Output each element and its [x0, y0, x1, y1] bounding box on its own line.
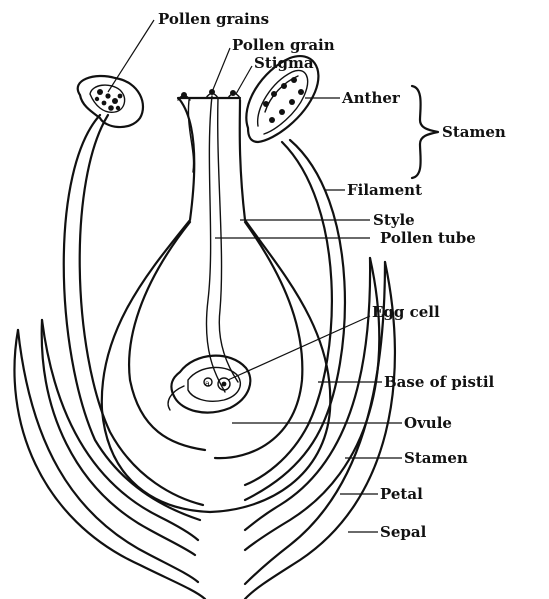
label-stamen-group: Stamen — [442, 123, 506, 141]
label-stamen: Stamen — [404, 449, 468, 467]
petal-right — [245, 258, 379, 550]
stamen-brace — [412, 86, 438, 178]
label-style: Style — [373, 211, 415, 229]
ovule: a — [168, 356, 250, 413]
label-petal: Petal — [380, 485, 423, 503]
label-pollen-grain: Pollen grain — [232, 36, 335, 54]
petal-left — [42, 320, 198, 555]
leader-stigma — [236, 66, 252, 94]
anther-left — [78, 76, 143, 127]
ovule-mark-text: a — [205, 379, 210, 388]
label-pollen-grains: Pollen grains — [158, 10, 269, 28]
pollen-tube — [188, 96, 238, 392]
label-ovule: Ovule — [404, 414, 452, 432]
stamen-left-filament — [64, 115, 203, 520]
label-anther: Anther — [341, 89, 401, 107]
leader-pollen-grain — [212, 48, 230, 92]
label-egg-cell: Egg cell — [372, 303, 440, 321]
label-stigma: Stigma — [254, 54, 314, 72]
label-sepal: Sepal — [380, 523, 427, 541]
leader-pollen-grains — [108, 20, 154, 92]
label-pollen-tube: Pollen tube — [380, 229, 476, 247]
label-base-of-pistil: Base of pistil — [384, 373, 495, 391]
leader-egg-cell — [228, 316, 370, 380]
label-filament: Filament — [347, 181, 422, 199]
